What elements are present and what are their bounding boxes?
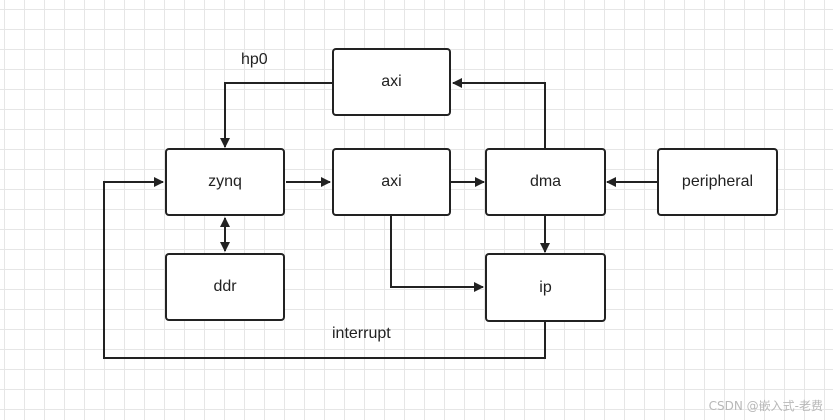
node-axi-top[interactable]: axi	[332, 48, 451, 116]
edge-label-hp0: hp0	[241, 51, 268, 68]
node-dma[interactable]: dma	[485, 148, 606, 216]
edge-axi-top-to-zynq	[220, 82, 332, 148]
node-ddr[interactable]: ddr	[165, 253, 285, 321]
edge-axi-mid-to-ip	[390, 216, 484, 292]
watermark: CSDN @嵌入式-老费	[708, 399, 823, 413]
node-ip[interactable]: ip	[485, 253, 606, 322]
edge-label-interrupt: interrupt	[332, 325, 391, 342]
edge-dma-to-axi-top	[452, 78, 546, 148]
node-zynq[interactable]: zynq	[165, 148, 285, 216]
node-axi-mid[interactable]: axi	[332, 148, 451, 216]
node-peripheral[interactable]: peripheral	[657, 148, 778, 216]
edge-ip-to-zynq-interrupt	[103, 177, 546, 359]
